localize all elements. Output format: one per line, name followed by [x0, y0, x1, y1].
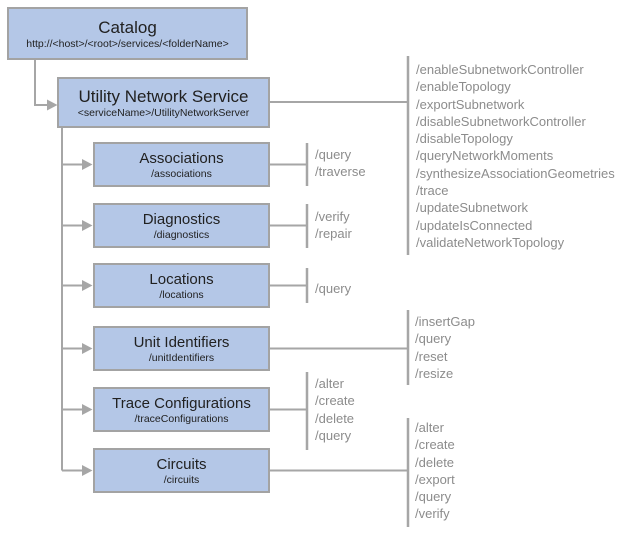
arrowhead-icon: [82, 220, 93, 231]
operation-label: /alter: [415, 420, 444, 435]
operation-label: /verify: [315, 209, 350, 224]
resource-title: Trace Configurations: [112, 394, 251, 412]
operation-label: /create: [315, 393, 355, 409]
service-title: Utility Network Service: [78, 86, 249, 106]
resource-path: /diagnostics: [153, 228, 210, 241]
operation-label: /resize: [415, 365, 454, 381]
operation-label: /query: [415, 331, 452, 347]
operations-list-associations: /query/traverse: [315, 146, 366, 181]
operation-label: /trace: [416, 183, 449, 199]
operation-label: /export: [415, 471, 455, 487]
operation-label: /enableTopology: [416, 79, 511, 95]
catalog-node: Catalog http://<host>/<root>/services/<f…: [7, 7, 248, 60]
operation-label: /alter: [315, 376, 344, 391]
operation-label: /enableSubnetworkController: [416, 62, 584, 77]
operation-label: /updateSubnetwork: [416, 200, 529, 216]
operations-list-circuits: /alter/create/delete/export/query/verify: [415, 419, 455, 523]
arrowhead-icon: [82, 280, 93, 291]
operation-label: /create: [415, 437, 455, 453]
resource-path: /unitIdentifiers: [148, 351, 215, 364]
resource-node-diagnostics: Diagnostics /diagnostics: [93, 203, 270, 248]
operations-list-locations: /query: [315, 280, 351, 297]
operation-label: /repair: [315, 226, 352, 242]
operation-label: /reset: [415, 348, 448, 364]
operation-label: /synthesizeAssociationGeometries: [416, 165, 615, 181]
resource-path: /locations: [159, 288, 204, 301]
resource-title: Circuits: [156, 455, 207, 473]
operation-label: /validateNetworkTopology: [416, 234, 565, 250]
operations-list-trace-configurations: /alter/create/delete/query: [315, 375, 355, 444]
arrowhead-icon: [82, 343, 93, 354]
operation-label: /delete: [315, 410, 355, 426]
operation-label: /query: [315, 427, 352, 443]
resource-node-locations: Locations /locations: [93, 263, 270, 308]
operation-label: /insertGap: [415, 314, 475, 329]
operations-list-unit-identifiers: /insertGap/query/reset/resize: [415, 313, 475, 382]
arrowhead-icon: [82, 465, 93, 476]
operation-label: /traverse: [315, 164, 366, 180]
operations-list-service: /enableSubnetworkController/enableTopolo…: [416, 61, 615, 251]
service-path: <serviceName>/UtilityNetworkServer: [77, 106, 250, 119]
operation-label: /verify: [415, 506, 450, 522]
operation-label: /query: [415, 489, 452, 505]
operation-label: /updateIsConnected: [416, 217, 533, 233]
operation-label: /delete: [415, 454, 455, 470]
resource-node-circuits: Circuits /circuits: [93, 448, 270, 493]
resource-path: /circuits: [163, 473, 200, 486]
catalog-url: http://<host>/<root>/services/<folderNam…: [26, 37, 229, 50]
resource-node-associations: Associations /associations: [93, 142, 270, 187]
resource-path: /traceConfigurations: [134, 412, 229, 425]
operation-label: /disableSubnetworkController: [416, 113, 586, 129]
resource-title: Associations: [139, 149, 224, 167]
arrowhead-icon: [82, 159, 93, 170]
resource-title: Locations: [149, 270, 214, 288]
resource-node-unit-identifiers: Unit Identifiers /unitIdentifiers: [93, 326, 270, 371]
operation-label: /query: [315, 147, 352, 162]
service-node: Utility Network Service <serviceName>/Ut…: [57, 77, 270, 128]
operation-label: /query: [315, 281, 352, 296]
operation-label: /exportSubnetwork: [416, 96, 525, 112]
resource-title: Unit Identifiers: [133, 333, 230, 351]
resource-path: /associations: [151, 167, 212, 180]
resource-title: Diagnostics: [142, 210, 221, 228]
catalog-to-service-line: [34, 60, 47, 106]
operations-list-diagnostics: /verify/repair: [315, 208, 352, 243]
resource-node-trace-configurations: Trace Configurations /traceConfiguration…: [93, 387, 270, 432]
operation-label: /disableTopology: [416, 131, 513, 147]
operation-label: /queryNetworkMoments: [416, 148, 554, 164]
arrowhead-icon: [47, 99, 58, 111]
catalog-title: Catalog: [98, 17, 157, 37]
arrowhead-icon: [82, 404, 93, 415]
